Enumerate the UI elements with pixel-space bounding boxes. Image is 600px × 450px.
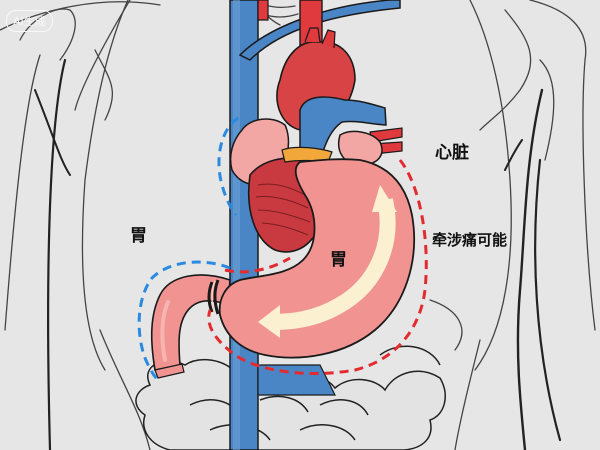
- blue-dashed-upper: [217, 116, 239, 216]
- stomach: [150, 158, 416, 379]
- red-dashed-zone: [207, 159, 428, 375]
- red-dashed-inner: [224, 256, 291, 274]
- referred-pain-label: 牵涉痛可能: [432, 231, 508, 249]
- intestines: [135, 345, 446, 450]
- referred-pain-zones: [137, 116, 428, 384]
- stomach-label-left: 胃: [130, 226, 147, 246]
- heart-label: 心脏: [435, 143, 469, 163]
- blue-dashed-lower: [137, 260, 231, 384]
- ai-generated-watermark: AI生成: [6, 10, 53, 32]
- stomach-label-center: 胃: [330, 250, 347, 270]
